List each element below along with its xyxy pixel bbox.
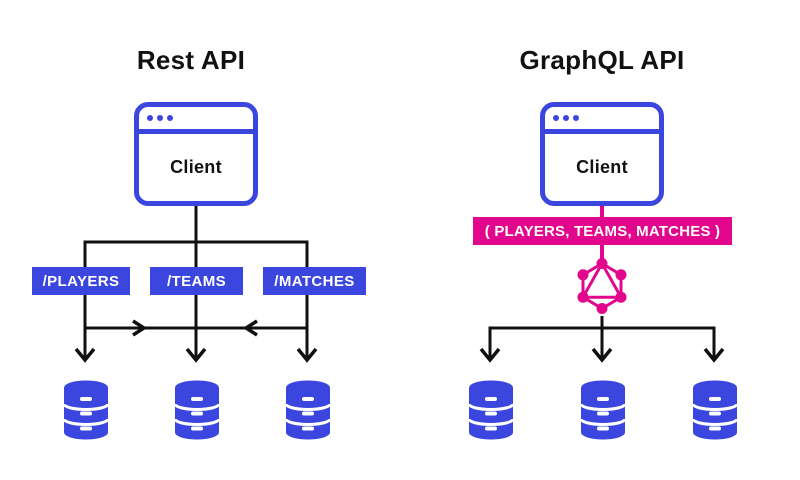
arrow-down-icon (185, 347, 207, 363)
client-window-rest: Client (134, 102, 258, 206)
window-control-dot-icon (167, 115, 173, 121)
database-icon (468, 380, 514, 440)
arrow-down-icon (479, 347, 501, 363)
graphql-logo-icon (577, 258, 627, 314)
window-control-dot-icon (563, 115, 569, 121)
window-titlebar (139, 107, 253, 134)
arrow-down-icon (591, 347, 613, 363)
window-titlebar (545, 107, 659, 134)
arrow-down-icon (703, 347, 725, 363)
graphql-db-lines (488, 316, 716, 357)
endpoint-teams: /TEAMS (150, 267, 243, 295)
client-window-graphql: Client (540, 102, 664, 206)
client-label: Client (576, 157, 628, 177)
arrow-down-icon (74, 347, 96, 363)
arrow-right-icon (132, 319, 148, 337)
endpoint-players: /PLAYERS (32, 267, 130, 295)
window-control-dot-icon (553, 115, 559, 121)
database-icon (63, 380, 109, 440)
window-control-dot-icon (157, 115, 163, 121)
database-icon (285, 380, 331, 440)
database-icon (692, 380, 738, 440)
rest-db-lines (83, 295, 309, 357)
endpoint-matches: /MATCHES (263, 267, 366, 295)
graphql-query-box: ( PLAYERS, TEAMS, MATCHES ) (473, 217, 732, 245)
client-label: Client (170, 157, 222, 177)
database-icon (174, 380, 220, 440)
graphql-api-title: GraphQL API (519, 45, 685, 75)
window-control-dot-icon (147, 115, 153, 121)
rest-fanout-lines (83, 206, 309, 267)
window-control-dot-icon (573, 115, 579, 121)
arrow-left-icon (242, 319, 258, 337)
rest-api-title: Rest API (136, 45, 246, 75)
arrow-down-icon (296, 347, 318, 363)
database-icon (580, 380, 626, 440)
